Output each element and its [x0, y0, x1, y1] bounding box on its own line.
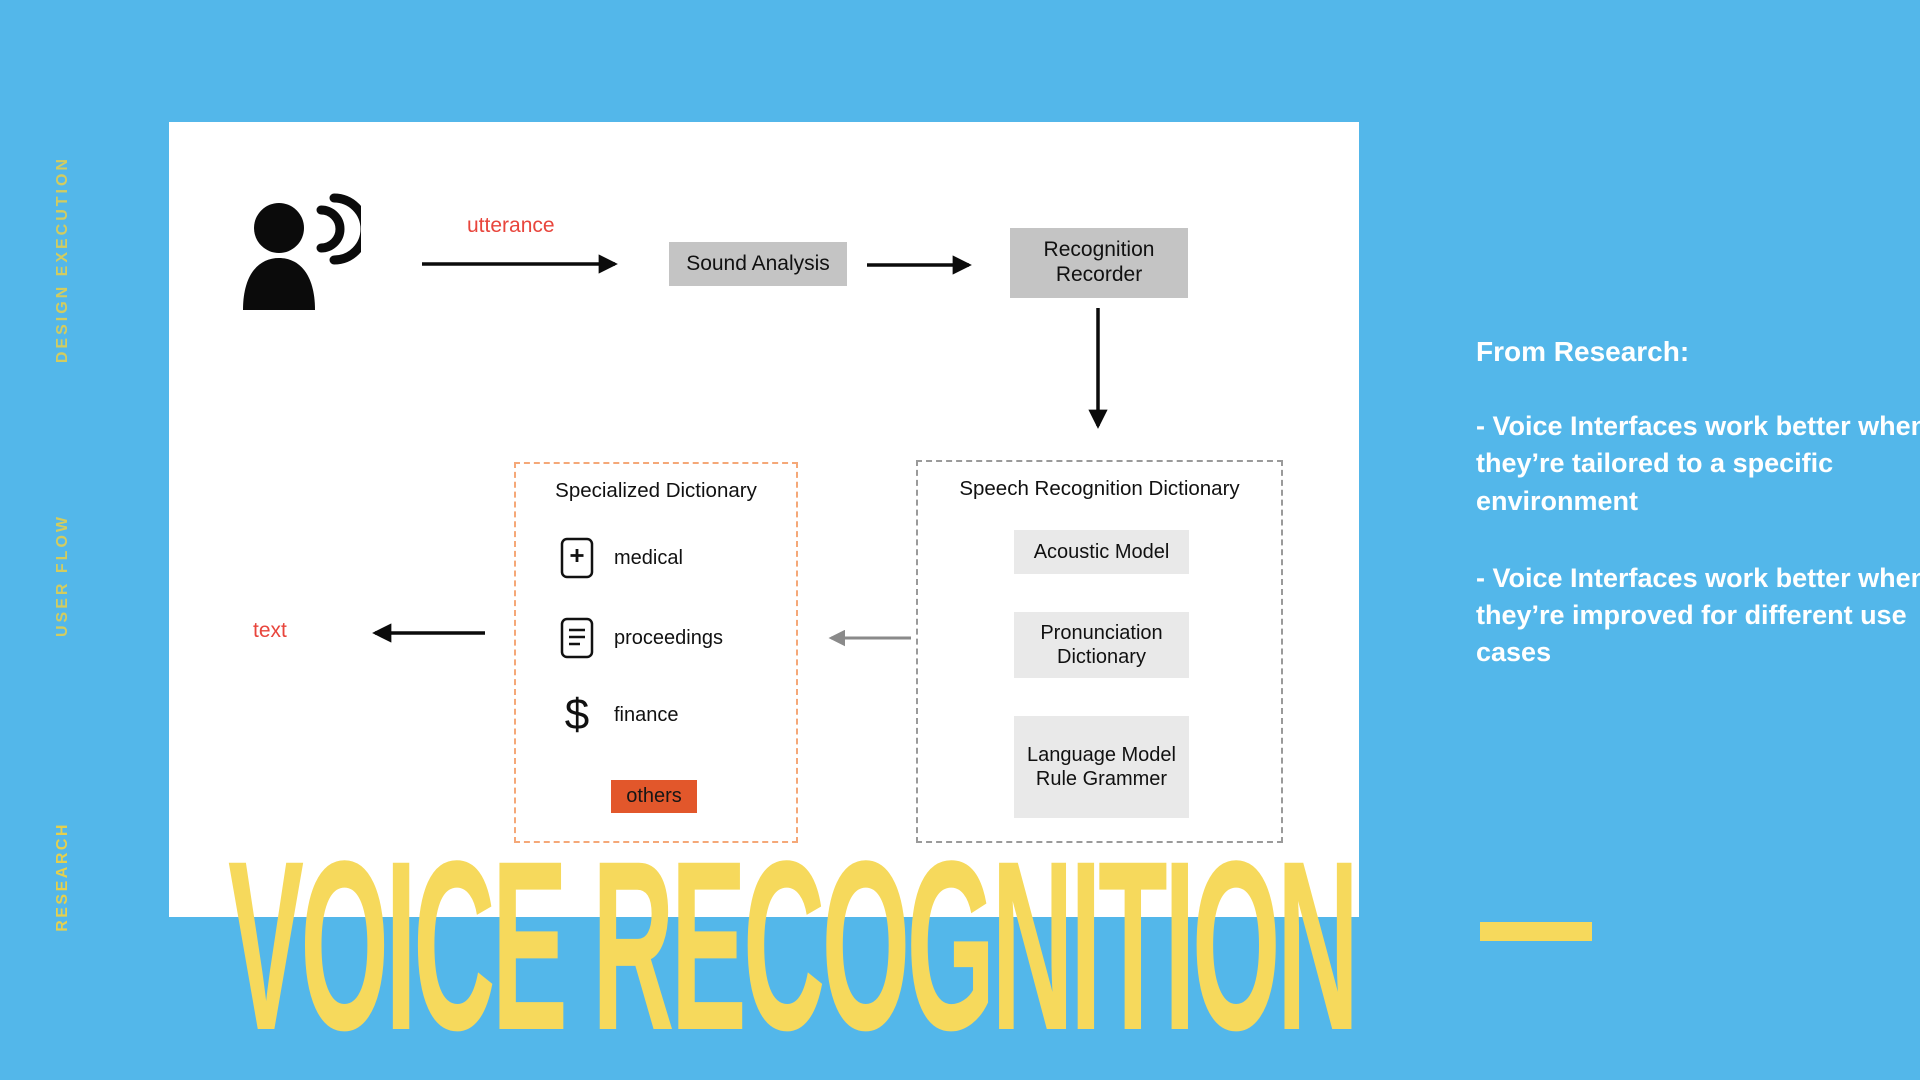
- language-model-box: Language Model Rule Grammer: [1014, 716, 1189, 818]
- research-heading: From Research:: [1476, 336, 1690, 367]
- research-point-2: - Voice Interfaces work better when they…: [1476, 562, 1920, 668]
- list-item-medical: medical: [560, 534, 683, 582]
- list-item-finance: $ finance: [560, 691, 679, 739]
- lined-document-icon: [560, 617, 594, 659]
- specialized-dictionary-title: Specialized Dictionary: [555, 479, 757, 502]
- list-item-proceedings: proceedings: [560, 614, 723, 662]
- sound-analysis-box: Sound Analysis: [669, 242, 847, 286]
- specialized-dictionary-group: Specialized Dictionary medical: [514, 462, 798, 843]
- speech-recognition-dictionary-group: Speech Recognition Dictionary Acoustic M…: [916, 460, 1283, 843]
- proceedings-label: proceedings: [614, 626, 723, 649]
- dollar-icon: $: [564, 690, 590, 739]
- recognition-recorder-box: Recognition Recorder: [1010, 228, 1188, 298]
- others-highlight: others: [611, 780, 697, 813]
- research-panel: From Research: - Voice Interfaces work b…: [1476, 336, 1920, 672]
- medical-label: medical: [614, 546, 683, 569]
- sidebar-item-design-execution: DESIGN EXECUTION: [54, 156, 71, 364]
- yellow-dash-decoration: [1480, 922, 1592, 941]
- text-output-label: text: [253, 619, 287, 642]
- sidebar-item-research: RESEARCH: [54, 822, 71, 932]
- page-title: VOICE RECOGNITION: [228, 812, 1359, 1080]
- finance-label: finance: [614, 703, 679, 726]
- sidebar-item-user-flow: USER FLOW: [54, 514, 71, 637]
- speech-dictionary-title: Speech Recognition Dictionary: [959, 477, 1240, 500]
- medical-document-icon: [560, 537, 594, 579]
- pronunciation-dictionary-box: Pronunciation Dictionary: [1014, 612, 1189, 678]
- research-point-1: - Voice Interfaces work better when they…: [1476, 411, 1920, 516]
- person-speaking-icon: [243, 193, 361, 310]
- diagram-canvas: utterance Sound Analysis Recognition Rec…: [169, 122, 1359, 917]
- acoustic-model-box: Acoustic Model: [1014, 530, 1189, 574]
- flow-arrows: [372, 254, 1108, 647]
- utterance-label: utterance: [467, 214, 555, 237]
